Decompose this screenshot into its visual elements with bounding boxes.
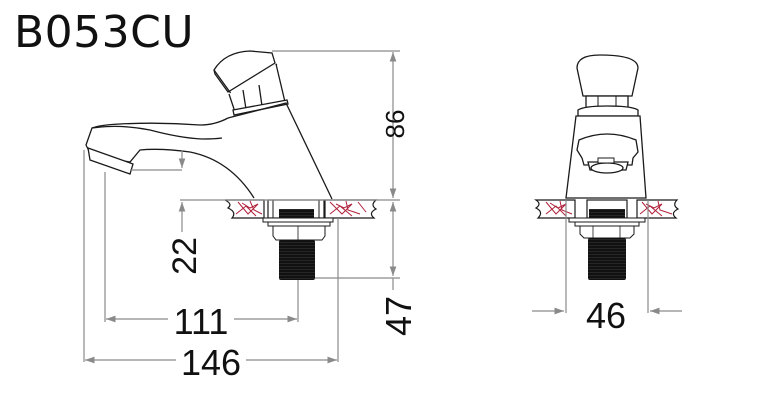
dim-label-46: 46: [586, 295, 626, 336]
dim-label-86: 86: [380, 110, 410, 139]
threaded-shank: [279, 240, 315, 280]
dim-label-22: 22: [166, 237, 204, 275]
push-button-icon: [213, 50, 289, 116]
counter-section: [224, 199, 378, 280]
counter-section: [534, 199, 680, 280]
front-view: 46: [532, 54, 682, 336]
side-view: 86 47 22 111 146: [83, 50, 419, 383]
threaded-shank: [588, 238, 626, 280]
push-button-icon: [576, 54, 639, 97]
spout-body: [85, 102, 333, 200]
dim-label-146: 146: [181, 342, 241, 383]
dim-label-47: 47: [378, 296, 419, 336]
dim-label-111: 111: [174, 301, 229, 342]
model-title: B053CU: [14, 7, 195, 58]
